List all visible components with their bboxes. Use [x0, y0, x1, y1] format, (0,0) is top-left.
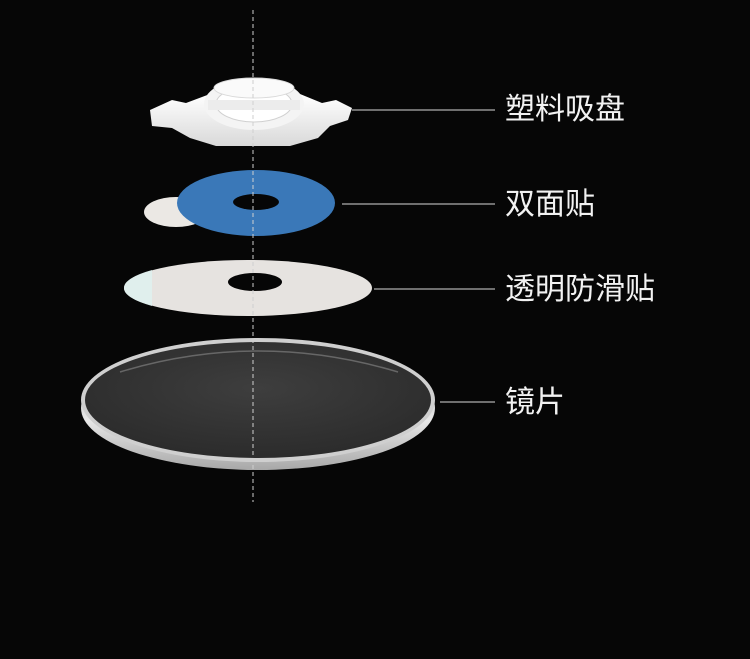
- label-double-sided-tape: 双面贴: [505, 187, 595, 223]
- label-lens: 镜片: [505, 385, 565, 421]
- label-anti-slip-pad: 透明防滑贴: [505, 272, 655, 308]
- label-suction-cup: 塑料吸盘: [505, 92, 625, 128]
- anti-slip-film-icon: [124, 260, 372, 316]
- double-sided-tape-icon: [144, 170, 335, 236]
- suction-cup-icon: [150, 78, 352, 146]
- lens-icon: [81, 338, 435, 470]
